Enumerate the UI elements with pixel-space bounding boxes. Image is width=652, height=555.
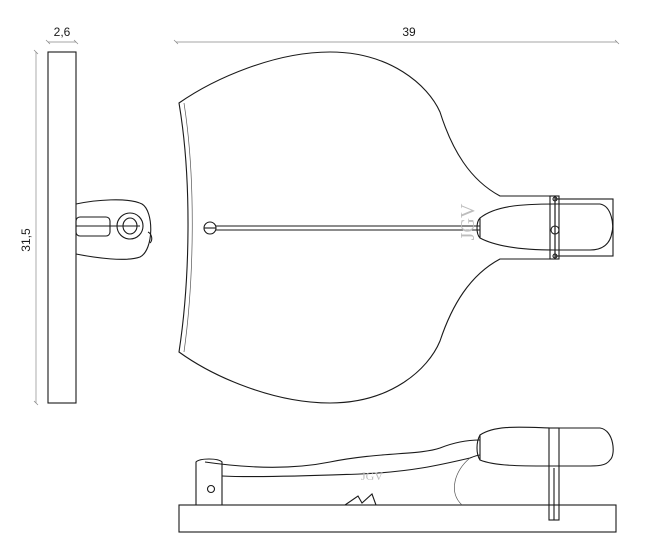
end-view xyxy=(47,51,153,404)
side-board xyxy=(178,504,617,533)
knife-handle-side xyxy=(479,426,614,467)
board-logo: JGV xyxy=(457,203,479,240)
knife-handle-top xyxy=(479,203,614,251)
side-view: JGV xyxy=(178,426,617,533)
board-edge xyxy=(47,51,77,404)
top-view: JGV xyxy=(178,51,614,404)
dimension-thickness: 2,6 xyxy=(45,25,79,45)
length-label: 39 xyxy=(402,25,416,39)
dimension-length: 39 xyxy=(173,25,620,45)
dimension-width: 31,5 xyxy=(19,49,39,406)
width-label: 31,5 xyxy=(19,228,33,252)
thickness-label: 2,6 xyxy=(54,25,71,39)
board-outline xyxy=(178,51,556,404)
knife-blade xyxy=(204,439,481,468)
side-logo: JGV xyxy=(361,469,383,483)
